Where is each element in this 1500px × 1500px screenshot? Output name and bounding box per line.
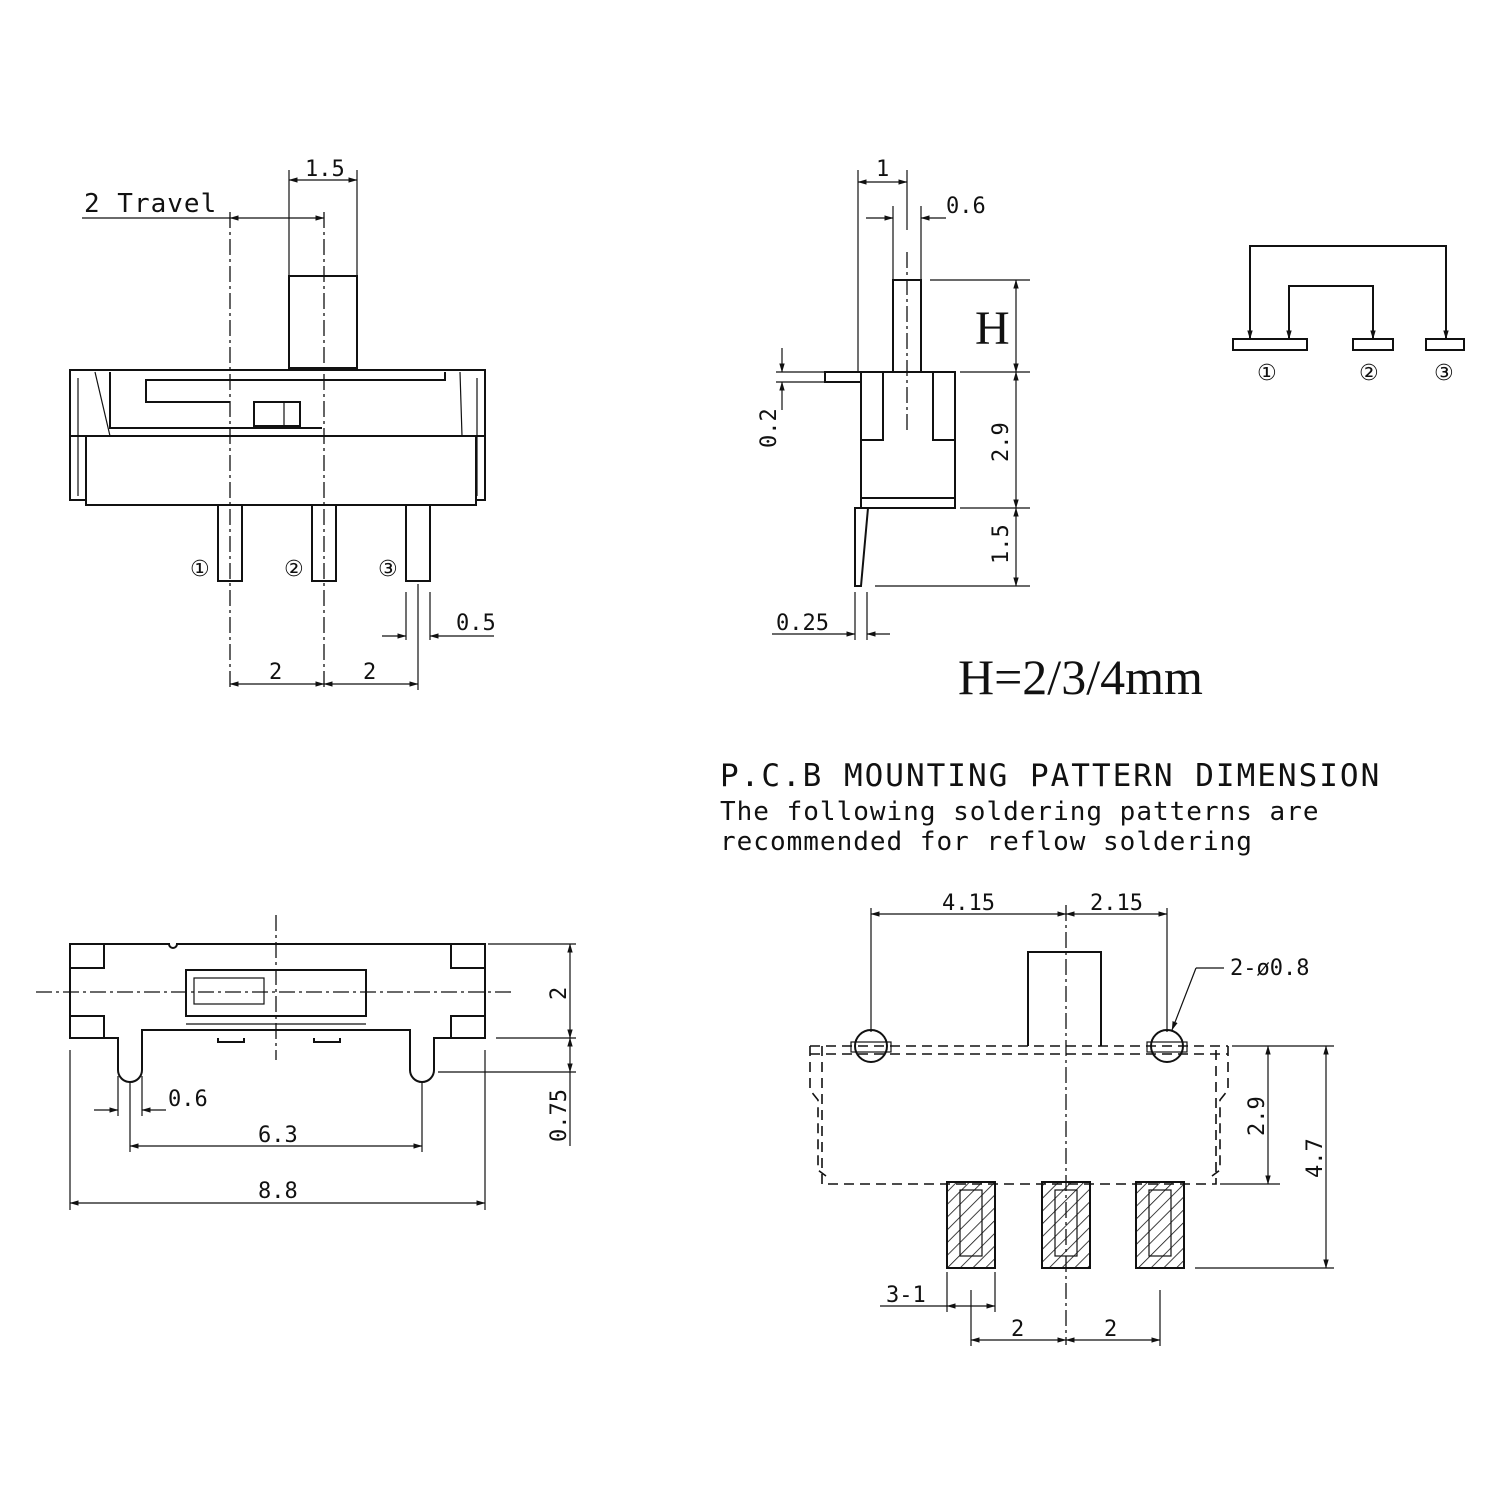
pcb-solder-pad-3 <box>1135 1181 1185 1269</box>
circuit-contact-3 <box>1425 338 1465 351</box>
front-pin-number: ③ <box>378 557 398 582</box>
front-pitch-right: 2 <box>363 660 376 685</box>
front-housing <box>69 369 486 506</box>
circuit-pin-number: ③ <box>1434 361 1454 386</box>
side-dim-leg: 1.5 <box>989 524 1014 564</box>
side-dim-leg-thickness: 0.25 <box>776 611 829 636</box>
pcb-pattern: 4.15 2.15 2-ø0.8 2.9 4.7 3-1 2 2 <box>809 891 1334 1346</box>
pcb-hole-label: 2-ø0.8 <box>1230 956 1309 981</box>
circuit-outer-link <box>1247 245 1449 340</box>
front-dim-top: 1.5 <box>305 157 345 182</box>
pcb-dim-total: 4.7 <box>1303 1138 1328 1178</box>
front-pin-number: ① <box>190 557 210 582</box>
top-dim-total: 8.8 <box>258 1179 298 1204</box>
circuit-contact-1 <box>1232 338 1308 351</box>
pcb-note-line2: recommended for reflow soldering <box>720 827 1253 857</box>
side-dim-flange: 0.2 <box>757 408 782 448</box>
pcb-dim-pad: 3-1 <box>886 1283 926 1308</box>
top-dim-leg: 0.75 <box>547 1089 572 1142</box>
side-dim-actuator: 0.6 <box>946 194 986 219</box>
side-flange <box>824 371 862 383</box>
front-pitch-left: 2 <box>269 660 282 685</box>
pcb-title: P.C.B MOUNTING PATTERN DIMENSION <box>720 758 1381 794</box>
top-slider-knob <box>193 977 265 1005</box>
side-dim-top: 1 <box>876 157 889 182</box>
pcb-solder-pad-1 <box>946 1181 996 1269</box>
side-h-values: H=2/3/4mm <box>958 649 1203 705</box>
circuit-inner-link <box>1286 285 1376 340</box>
side-leg <box>854 507 869 587</box>
circuit-pin-number: ① <box>1257 361 1277 386</box>
pcb-pitch-right: 2 <box>1104 1317 1117 1342</box>
front-pin-number: ② <box>284 557 304 582</box>
top-housing <box>69 943 486 1083</box>
front-dim-pin-width: 0.5 <box>456 611 496 636</box>
front-actuator-knob <box>288 275 358 369</box>
front-travel-label: 2 Travel <box>84 189 217 219</box>
circuit-contact-2 <box>1352 338 1394 351</box>
pcb-actuator-outline <box>1027 951 1102 1046</box>
circuit-pin-number: ② <box>1359 361 1379 386</box>
top-dim-leg-width: 0.6 <box>168 1087 208 1112</box>
front-pin-3 <box>405 504 431 582</box>
top-dim-height: 2 <box>547 987 572 1000</box>
side-body <box>860 371 956 509</box>
pcb-dim-body: 2.9 <box>1245 1096 1270 1136</box>
pcb-dim-left: 4.15 <box>942 891 995 916</box>
side-view: 1 0.6 H 2.9 1.5 0.2 0.25 H=2/3/4mm <box>757 157 1203 705</box>
pcb-note-line1: The following soldering patterns are <box>720 797 1320 827</box>
pcb-dim-right: 2.15 <box>1090 891 1143 916</box>
side-dim-body: 2.9 <box>989 422 1014 462</box>
top-view: 2 0.75 0.6 6.3 8.8 <box>36 915 576 1210</box>
pcb-pitch-left: 2 <box>1011 1317 1024 1342</box>
front-view: 1.5 2 Travel ① ② ③ 0.5 2 2 <box>69 157 496 690</box>
side-h-label: H <box>975 302 1010 355</box>
circuit-schematic: ① ② ③ <box>1232 245 1465 386</box>
front-slot-slider <box>253 401 301 427</box>
top-dim-leg-span: 6.3 <box>258 1123 298 1148</box>
